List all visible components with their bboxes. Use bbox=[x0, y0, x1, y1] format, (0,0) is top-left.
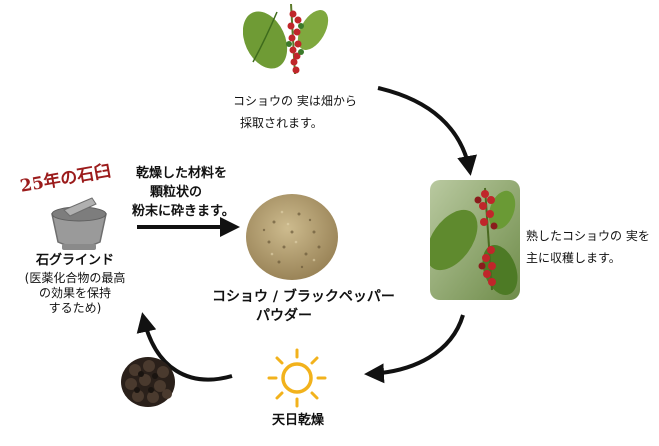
ripe-pepper-photo bbox=[430, 180, 520, 300]
product-name-2: パウダー bbox=[256, 308, 312, 324]
crush-text-2: 顆粒状の bbox=[150, 185, 203, 200]
ripe-text-2: 主に収穫します。 bbox=[526, 251, 621, 265]
grind-note-3: するため) bbox=[48, 301, 102, 315]
black-peppercorns-icon bbox=[121, 357, 175, 407]
harvest-text-2: 採取されます。 bbox=[240, 116, 323, 130]
grind-note-1: (医薬化合物の最高 bbox=[24, 271, 126, 285]
harvest-text-1: コショウの 実は畑から bbox=[233, 94, 357, 108]
crush-text-1: 乾燥した材料を bbox=[136, 166, 228, 181]
stone-mortar-icon bbox=[51, 197, 107, 250]
sun-icon bbox=[267, 348, 327, 408]
sun-dry-label: 天日乾燥 bbox=[272, 413, 325, 428]
arrow-dried-to-grind bbox=[136, 312, 233, 382]
ripe-text-1: 熟したコショウの 実を bbox=[526, 229, 650, 243]
grind-title: 石グラインド bbox=[35, 253, 114, 268]
pepper-powder-icon bbox=[246, 194, 338, 280]
pepper-plant-icon bbox=[243, 3, 329, 75]
arrow-harvest-to-ripe bbox=[377, 86, 477, 176]
crush-text-3: 粉末に砕きます。 bbox=[132, 204, 235, 219]
product-name-1: コショウ / ブラックペッパー bbox=[212, 289, 395, 305]
grind-note-2: の効果を保持 bbox=[38, 286, 111, 300]
arrow-ripe-to-sun bbox=[364, 314, 465, 384]
